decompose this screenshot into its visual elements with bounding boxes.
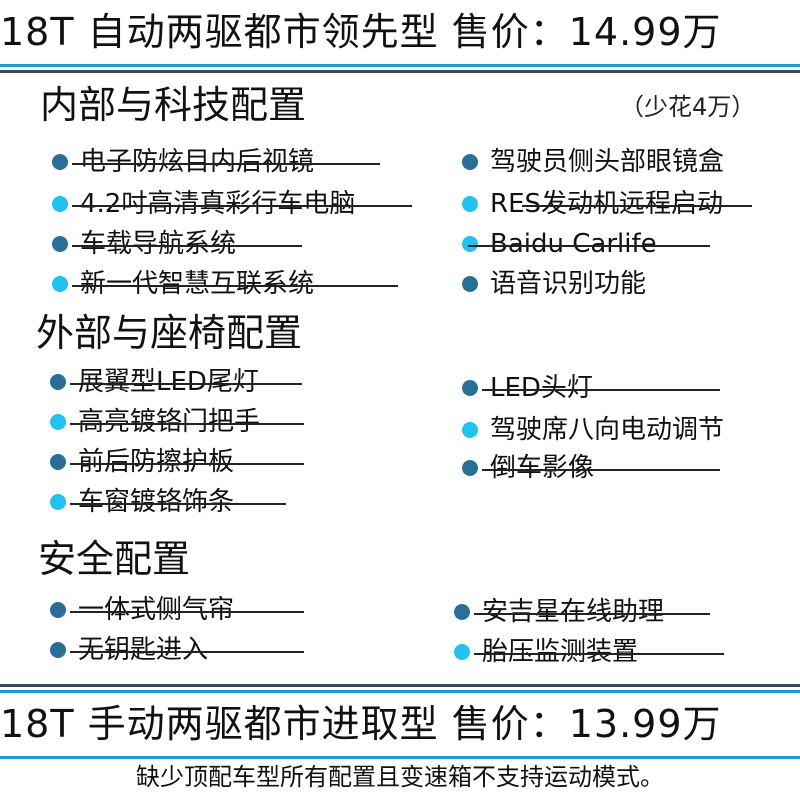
bullet-dot-icon — [50, 374, 66, 390]
list-item-label: 驾驶员侧头部眼镜盒 — [490, 147, 725, 177]
bullet-dot-icon — [454, 644, 470, 660]
bullet-dot-icon — [50, 414, 66, 430]
list-item-label: 无钥匙进入 — [78, 635, 209, 665]
strikethrough-line — [70, 503, 286, 505]
bullet-dot-icon — [50, 642, 66, 658]
list-item: 展翼型LED尾灯 — [50, 366, 350, 400]
list-item-label: 驾驶席八向电动调节 — [490, 415, 725, 445]
list-item: 驾驶席八向电动调节 — [462, 414, 782, 448]
footer-blue-rule — [0, 756, 800, 759]
list-item: RES发动机远程启动 — [462, 188, 782, 222]
bullet-dot-icon — [462, 236, 478, 252]
list-item-label: 胎压监测装置 — [482, 637, 639, 667]
strikethrough-line — [468, 245, 710, 247]
bullet-dot-icon — [462, 460, 478, 476]
list-item-label: Baidu Carlife — [490, 229, 657, 259]
footer-note: 缺少顶配车型所有配置且变速箱不支持运动模式。 — [136, 763, 664, 791]
strikethrough-line — [72, 285, 398, 287]
bullet-dot-icon — [454, 604, 470, 620]
list-item-label: 前后防擦护板 — [78, 447, 235, 477]
strikethrough-line — [482, 469, 720, 471]
safety-section-title: 安全配置 — [38, 537, 191, 581]
list-item-label: 车窗镀铬饰条 — [78, 487, 235, 517]
strikethrough-line — [70, 463, 304, 465]
list-item: 驾驶员侧头部眼镜盒 — [462, 146, 782, 180]
strikethrough-line — [70, 423, 304, 425]
bullet-dot-icon — [52, 196, 68, 212]
list-item: 4.2吋高清真彩行车电脑 — [52, 188, 412, 222]
list-item: 胎压监测装置 — [454, 636, 774, 670]
list-item-label: 安吉星在线助理 — [482, 597, 665, 627]
strikethrough-line — [474, 613, 710, 615]
bottom-blue-rule — [0, 690, 800, 693]
bullet-dot-icon — [462, 196, 478, 212]
savings-note: （少花4万） — [620, 93, 756, 121]
list-item: 高亮镀铬门把手 — [50, 406, 350, 440]
bullet-dot-icon — [52, 236, 68, 252]
strikethrough-line — [70, 611, 304, 613]
bullet-dot-icon — [50, 454, 66, 470]
list-item-label: 电子防炫目内后视镜 — [80, 147, 315, 177]
list-item: 安吉星在线助理 — [454, 596, 774, 630]
list-item: Baidu Carlife — [462, 228, 782, 262]
bullet-dot-icon — [462, 154, 478, 170]
list-item-label: 4.2吋高清真彩行车电脑 — [80, 189, 356, 219]
strikethrough-line — [482, 389, 720, 391]
list-item-label: LED头灯 — [490, 373, 593, 403]
list-item-label: RES发动机远程启动 — [490, 189, 723, 219]
top-blue-rule — [0, 64, 800, 67]
list-item-label: 一体式侧气帘 — [78, 595, 235, 625]
bullet-dot-icon — [52, 154, 68, 170]
list-item-label: 语音识别功能 — [490, 269, 647, 299]
list-item: 无钥匙进入 — [50, 634, 350, 668]
strikethrough-line — [72, 245, 302, 247]
strikethrough-line — [474, 653, 724, 655]
list-item-label: 新一代智慧互联系统 — [80, 269, 315, 299]
bottom-model-price-title: 18T 手动两驱都市进取型 售价：13.99万 — [0, 702, 722, 746]
bullet-dot-icon — [50, 494, 66, 510]
list-item: 新一代智慧互联系统 — [52, 268, 398, 302]
top-gray-rule — [0, 70, 800, 73]
list-item: 语音识别功能 — [462, 268, 782, 302]
list-item: 一体式侧气帘 — [50, 594, 350, 628]
exterior-section-title: 外部与座椅配置 — [36, 311, 303, 355]
bullet-dot-icon — [462, 422, 478, 438]
bullet-dot-icon — [462, 276, 478, 292]
list-item-label: 高亮镀铬门把手 — [78, 407, 261, 437]
strikethrough-line — [72, 205, 412, 207]
strikethrough-line — [522, 205, 752, 207]
bullet-dot-icon — [52, 276, 68, 292]
list-item: 电子防炫目内后视镜 — [52, 146, 392, 180]
list-item-label: 车载导航系统 — [80, 229, 237, 259]
list-item-label: 倒车影像 — [490, 453, 595, 483]
list-item: 车窗镀铬饰条 — [50, 486, 350, 520]
list-item: 车载导航系统 — [52, 228, 392, 262]
list-item: 前后防擦护板 — [50, 446, 350, 480]
interior-section-title: 内部与科技配置 — [40, 83, 307, 127]
strikethrough-line — [70, 651, 304, 653]
bottom-gray-rule — [0, 684, 800, 687]
strikethrough-line — [72, 163, 380, 165]
strikethrough-line — [70, 383, 302, 385]
bullet-dot-icon — [462, 380, 478, 396]
list-item: 倒车影像 — [462, 452, 762, 486]
top-model-price-title: 18T 自动两驱都市领先型 售价：14.99万 — [0, 10, 722, 54]
bullet-dot-icon — [50, 602, 66, 618]
list-item: LED头灯 — [462, 372, 762, 406]
list-item-label: 展翼型LED尾灯 — [78, 367, 259, 397]
